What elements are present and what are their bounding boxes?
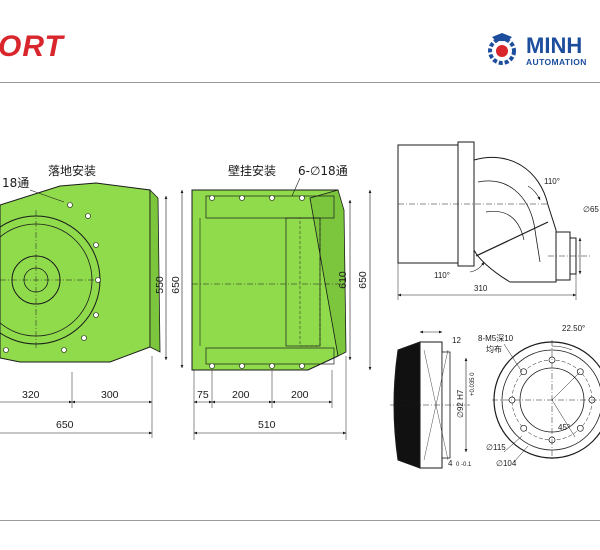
footer-divider	[0, 520, 600, 521]
side-angle-top: 110°	[544, 177, 560, 186]
side-angle-bottom: 110°	[434, 271, 450, 280]
wall-dim-200-b: 200	[291, 389, 309, 401]
wall-dim-650-v: 650	[357, 271, 369, 289]
flange-angle-45: 45°	[558, 423, 570, 432]
floor-dim-650-v: 650	[170, 276, 182, 294]
flange-depth-tol: 0 -0.1	[456, 462, 472, 468]
side-dia-65: ∅65	[583, 205, 599, 214]
flange-width-12: 12	[452, 336, 461, 345]
side-dim-310: 310	[474, 284, 488, 293]
flange-side-view: 12 ∅92 H7 +0.035 0 4 0 -0.1	[390, 330, 476, 469]
gear-icon	[488, 33, 516, 65]
brand-logo-left: ORT	[0, 30, 64, 63]
brand-subtitle: AUTOMATION	[526, 57, 587, 67]
floor-hole-label: 18通	[2, 176, 29, 190]
flange-hole-spec: 8-M5深10	[478, 334, 514, 343]
floor-mount-view: 落地安装 18通 550 650 320 300 650	[0, 163, 184, 438]
brand-name: MINH	[526, 33, 583, 58]
wall-dim-75: 75	[197, 389, 209, 401]
flange-dia-104: ∅104	[496, 459, 517, 468]
floor-dim-300: 300	[101, 389, 119, 401]
floor-mount-title: 落地安装	[48, 163, 96, 178]
floor-dim-550: 550	[154, 276, 166, 294]
wall-dim-510: 510	[258, 419, 276, 431]
flange-hole-note: 均布	[486, 344, 502, 354]
wall-dim-610: 610	[337, 271, 349, 289]
wall-mount-view: 壁挂安装 6-∅18通 610 650 75 200 200 510	[191, 163, 372, 440]
flange-dia-115: ∅115	[486, 443, 506, 452]
flange-front-view: 8-M5深10 均布 22.50° 45° ∅115 ∅104	[478, 324, 600, 468]
flange-angle-22: 22.50°	[562, 324, 585, 333]
side-view: 110° 110° 310 ∅65	[397, 141, 599, 300]
floor-dim-650-h: 650	[56, 419, 74, 431]
flange-bore-tol: +0.035 0	[470, 372, 476, 396]
wall-mount-title: 壁挂安装	[228, 163, 276, 178]
flange-depth-4: 4	[448, 459, 453, 468]
wall-hole-label: 6-∅18通	[298, 164, 348, 178]
wall-dim-200-a: 200	[232, 389, 250, 401]
brand-logo-right: MINH AUTOMATION	[486, 31, 600, 71]
header-divider	[0, 82, 600, 83]
floor-dim-320: 320	[22, 389, 40, 401]
flange-bore-dia: ∅92 H7	[456, 389, 465, 418]
